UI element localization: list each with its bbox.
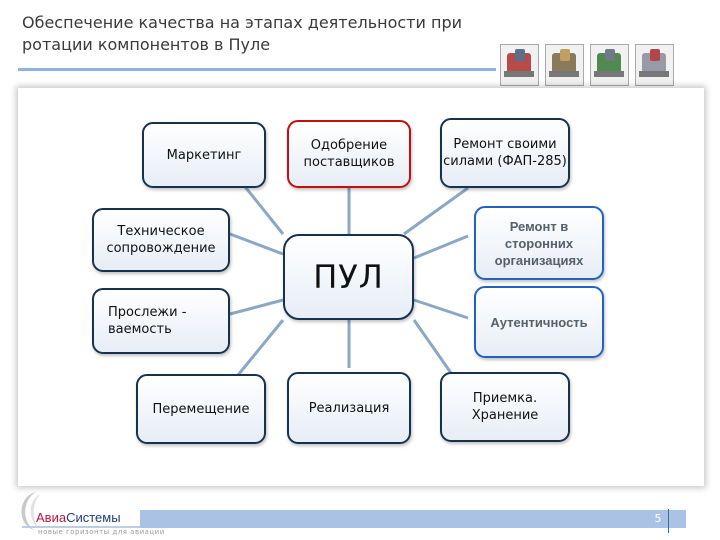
connector-repair-own	[403, 186, 469, 236]
node-reception: Приемка. Хранение	[440, 372, 570, 442]
engine-photo-1	[500, 44, 539, 86]
node-movement: Перемещение	[136, 374, 266, 444]
connector-authenticity	[413, 298, 469, 320]
node-realization: Реализация	[287, 372, 411, 444]
logo-tagline: новые горизонты для авиации	[38, 528, 165, 536]
engine-photo-2	[545, 44, 584, 86]
connector-tech-support	[229, 232, 284, 256]
node-tech-support: Техническое сопровождение	[92, 208, 230, 272]
footer-rule	[22, 526, 140, 528]
logo-wordmark: АвиаСистемы	[36, 510, 121, 525]
engine-photo-4	[635, 44, 674, 86]
node-traceability: Прослежи - ваемость	[92, 288, 230, 354]
aviasystems-logo	[21, 492, 40, 530]
engine-photo-3	[590, 44, 629, 86]
node-authenticity: Аутентичность	[474, 286, 604, 358]
header-images	[500, 44, 674, 86]
node-repair-own: Ремонт своими силами (ФАП-285)	[440, 118, 570, 188]
page-number: 5	[654, 512, 662, 525]
connector-movement	[232, 319, 285, 381]
slide-title: Обеспечение качества на этапах деятельно…	[22, 13, 462, 54]
connector-lines	[229, 172, 469, 384]
title-underline	[18, 68, 496, 71]
connector-repair-third	[413, 234, 469, 260]
footer-bar	[140, 510, 686, 528]
connector-traceability	[229, 298, 284, 316]
footer-divider	[668, 509, 669, 533]
center-node-pool: ПУЛ	[283, 234, 414, 320]
node-approval: Одобрение поставщиков	[287, 120, 411, 188]
diagram-panel: Маркетинг Одобрение поставщиков Ремонт с…	[18, 88, 704, 486]
node-repair-third: Ремонт в сторонних организациях	[474, 206, 604, 280]
node-marketing: Маркетинг	[142, 122, 266, 188]
